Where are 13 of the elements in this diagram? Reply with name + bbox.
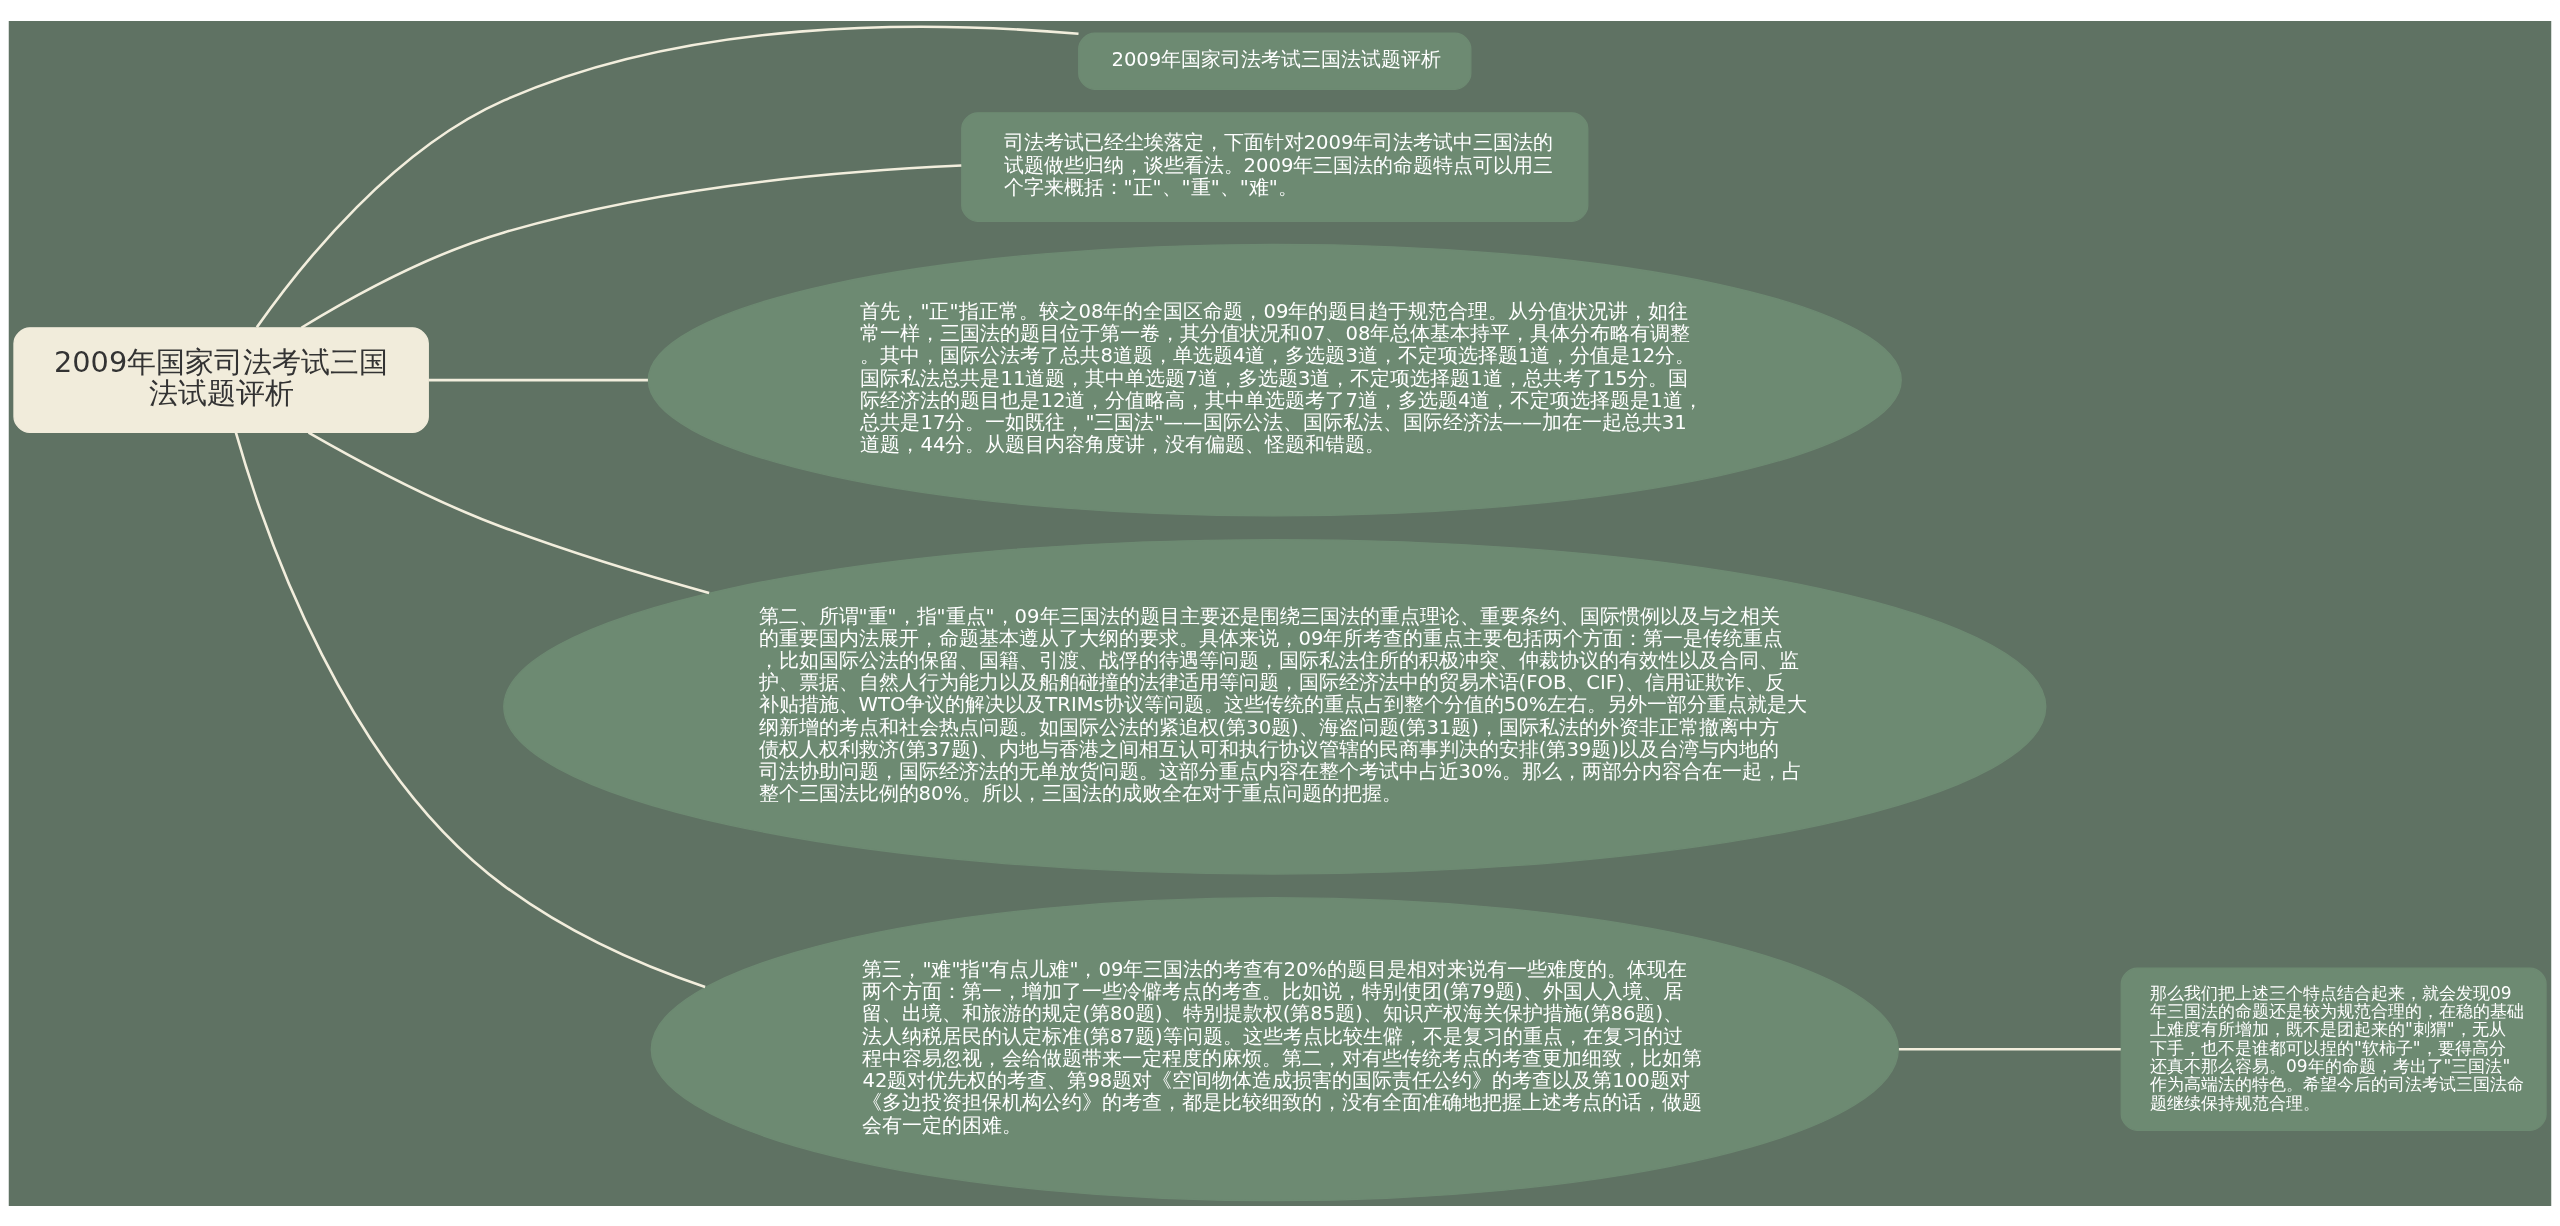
node-ellipse: 第二、所谓"重"，指"重点"，09年三国法的题目主要还是围绕三国法的重点理论、重要条约、国际惯例以及与之相关的重要国内法展开，命题基本遵从了大纲的要求。具体来说，09年所考查的重点主要包括两个方面：第一是传统重点，比如国际公法的保留、国籍、引渡、战俘的待遇等问题，国际私法住所的积极冲突、仲裁协议的有效性以及合同、监护、票据、自然人行为能力以及船舶碰撞的法律适用等问题，国际经济法中的贸易术语(FOB、CIF)、信用证欺诈、反补贴措施、WTO争议的解决以及TRIMs协议等问题。这些传统的重点占到整个分值的50%左右。另外一部分重点就是大纲新增的考点和社会热点问题。如国际公法的紧追权(第30题)、海盗问题(第31题)，国际私法的外资非正常撤离中方债权人权利救济(第37题)、内地与香港之间相互认可和执行协议管辖的民商事判决的安排(第39题)以及台湾与内地的司法协助问题，国际经济法的无单放货问题。这部分重点内容在整个考试中占近30%。那么，两部分内容合在一起，占整个三国法比例的80%。所以，三国法的成败全在对于重点问题的把握。 xyxy=(503,538,2047,875)
connector xyxy=(300,163,962,329)
node-ellipse: 第三，"难"指"有点儿难"，09年三国法的考查有20%的题目是相对来说有一些难度的。体现在两个方面：第一，增加了一些冷僻考点的考查。比如说，特别使团(第79题)、外国人入境、居留、出境、和旅游的规定(第80题)、特别提款权(第85题)、知识产权海关保护措施(第86题)、法人纳税居民的认定标准(第87题)等问题。这些考点比较生僻，不是复习的重点，在复习的过程中容易忽视，会给做题带来一定程度的麻烦。第二，对有些传统考点的考查更加细致，比如第42题对优先权的考查、第98题对《空间物体造成损害的国际责任公约》的考查以及第100题对《多边投资担保机构公约》的考查，都是比较细致的，没有全面准确地把握上述考点的话，做题会有一定的困难。 xyxy=(650,896,1899,1201)
node-box: 2009年国家司法考试三国法试题评析 xyxy=(13,326,429,433)
connector xyxy=(1898,1047,2121,1050)
connector xyxy=(428,378,648,381)
connector xyxy=(255,25,1079,328)
connector xyxy=(307,430,710,594)
node-box: 2009年国家司法考试三国法试题评析 xyxy=(1078,31,1472,90)
node-box: 司法考试已经尘埃落定，下面针对2009年司法考试中三国法的试题做些归纳，谈些看法。2009年三国法的命题特点可以用三个字来概括："正"、"重"、"难"。 xyxy=(961,111,1589,222)
node-ellipse: 首先，"正"指正常。较之08年的全国区命题，09年的题目趋于规范合理。从分值状况讲，如往常一样，三国法的题目位于第一卷，其分值状况和07、08年总体基本持平，具体分布略有调整。其中，国际公法考了总共8道题，单选题4道，多选题3道，不定项选择题1道，分值是12分。国际私法总共是11道题，其中单选题7道，多选题3道，不定项选择题1道，总共考了15分。国际经济法的题目也是12道，分值略高，其中单选题考了7道，多选题4道，不定项选择题是1道，总共是17分。一如既往，"三国法"——国际公法、国际私法、国际经济法——加在一起总共31道题，44分。从题目内容角度讲，没有偏题、怪题和错题。 xyxy=(647,243,1902,516)
connector xyxy=(234,431,706,988)
node-box: 那么我们把上述三个特点结合起来，就会发现09年三国法的命题还是较为规范合理的，在稳的基础上难度有所增加，既不是团起来的"刺猬"，无从下手，也不是谁都可以捏的"软柿子"，要得高分还真不那么容易。09年的命题，考出了"三国法"作为高端法的特色。希望今后的司法考试三国法命题继续保持规范合理。 xyxy=(2120,967,2547,1131)
